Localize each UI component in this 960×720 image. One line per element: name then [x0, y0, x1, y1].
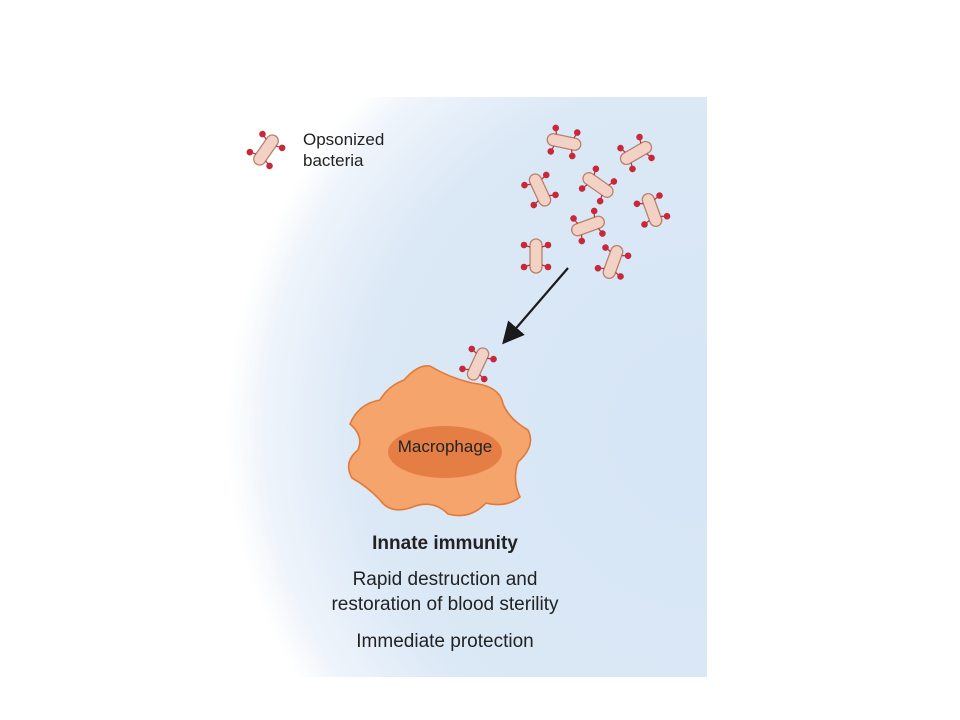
- nucleus: [388, 426, 502, 478]
- legend-label-line2: bacteria: [303, 151, 364, 170]
- macrophage-label: Macrophage: [397, 437, 493, 456]
- caption-line-3: Immediate protection: [356, 631, 534, 652]
- arrow-icon: [502, 267, 569, 345]
- caption-line-1: Rapid destruction and: [352, 569, 538, 590]
- caption-line-2: restoration of blood sterility: [331, 594, 559, 615]
- caption-heading: Innate immunity: [372, 533, 518, 554]
- legend-label-line1: Opsonized: [303, 130, 385, 149]
- legend-label: Opsonized bacteria: [303, 129, 403, 171]
